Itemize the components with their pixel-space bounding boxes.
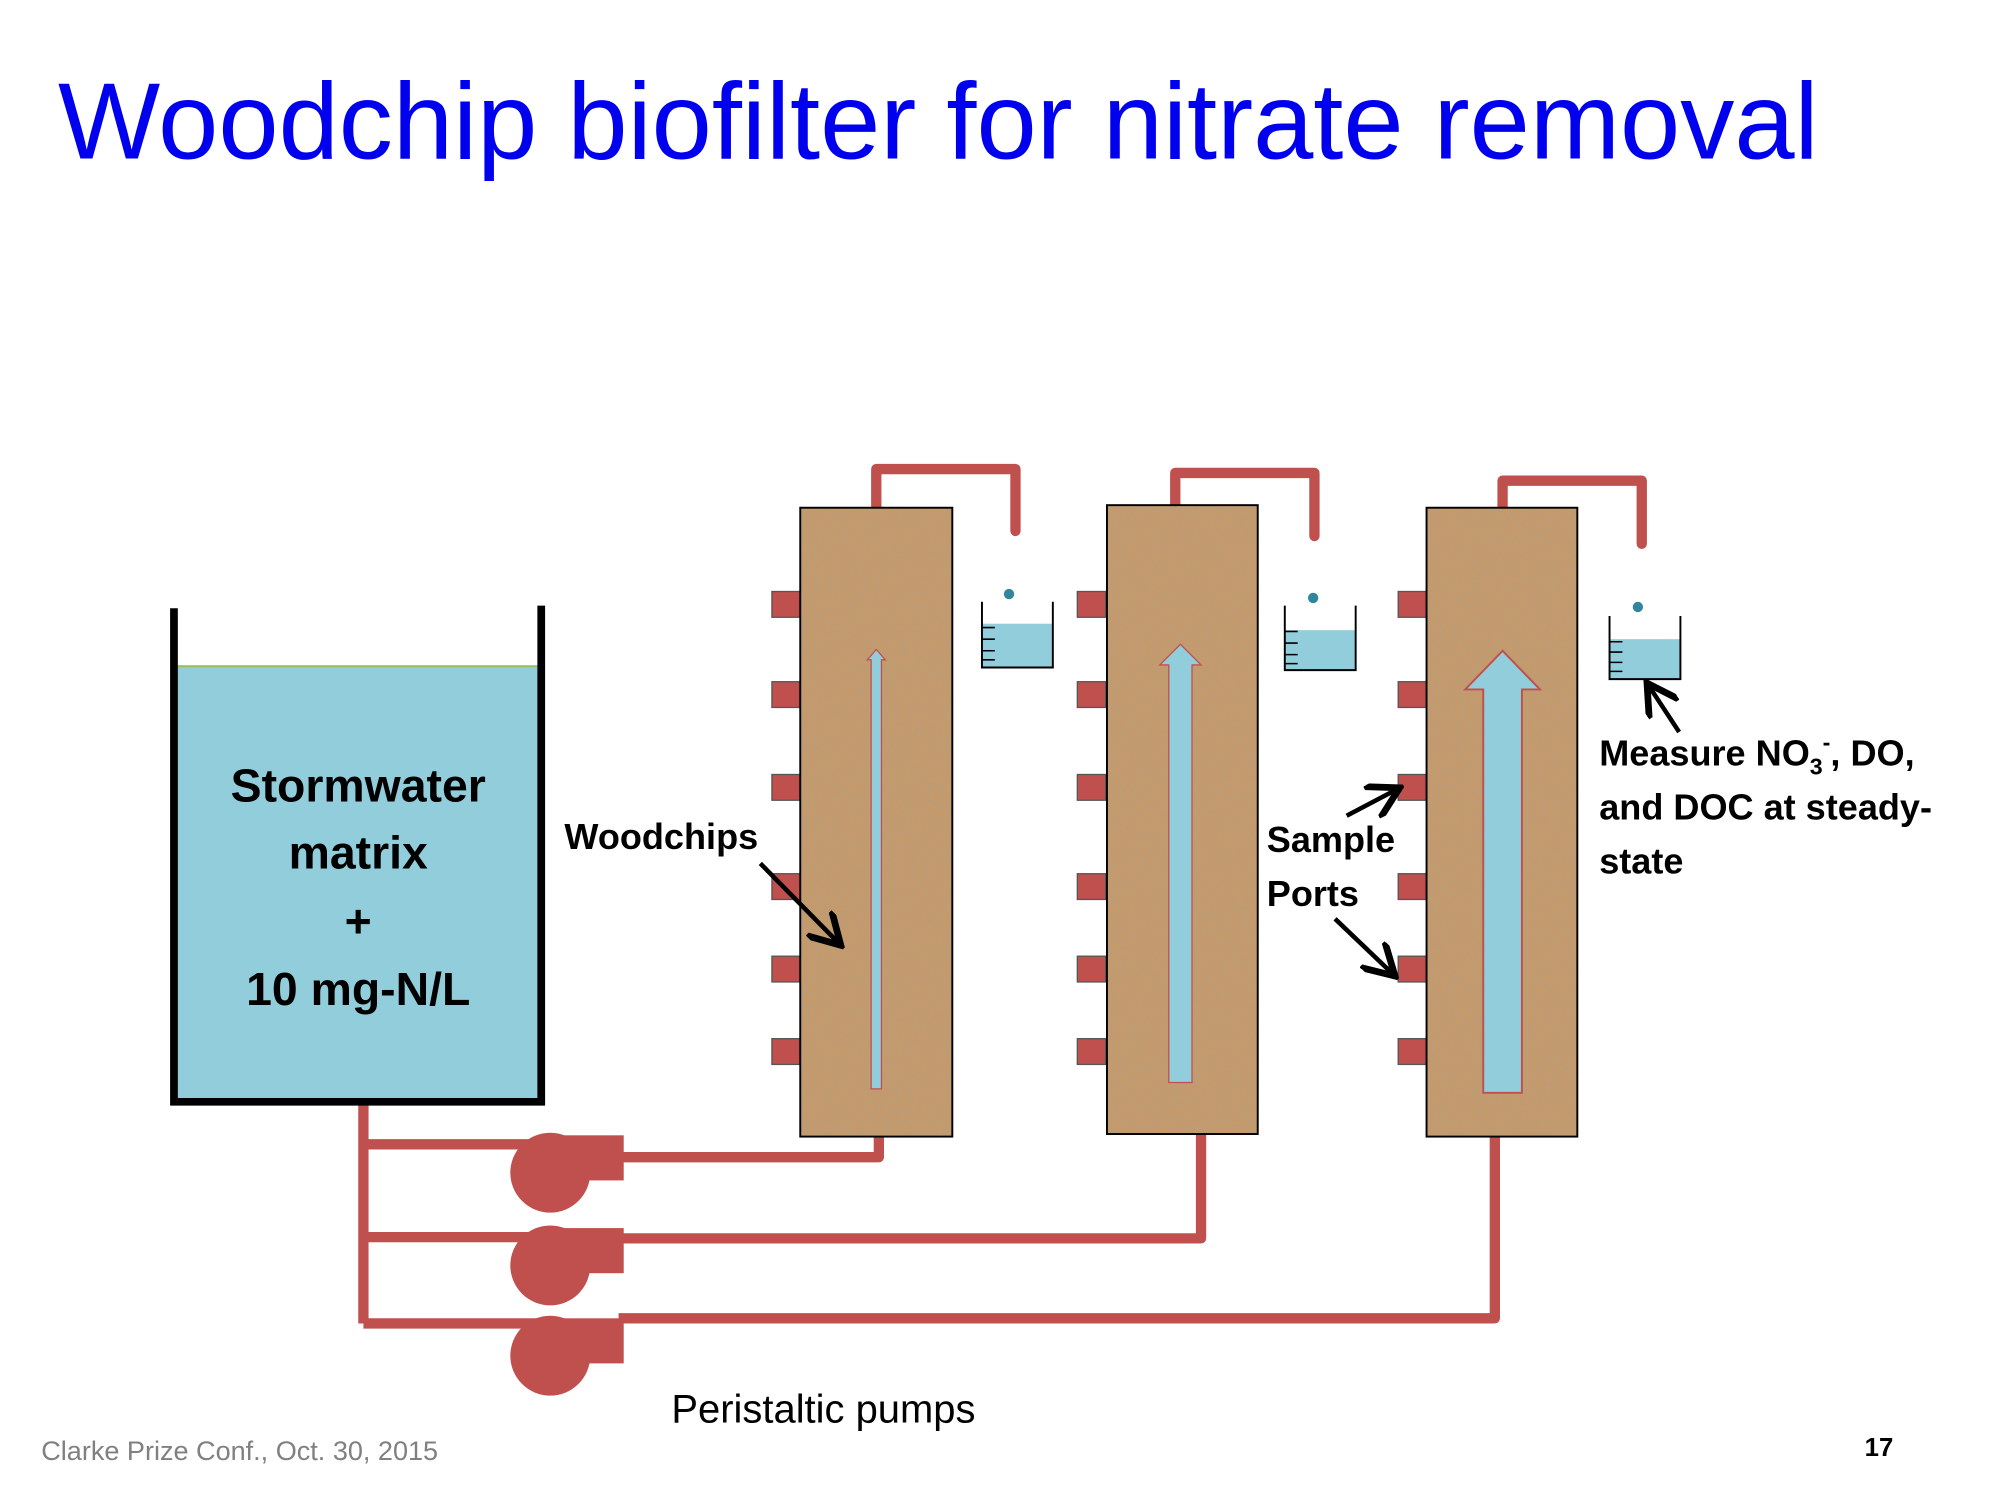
stormwater-tank <box>170 605 546 1106</box>
slide-title: Woodchip biofilter for nitrate removal <box>58 61 1819 182</box>
peristaltic-pump-3 <box>510 1315 624 1396</box>
measure-label-line1: Measure NO3-, DO, <box>1599 729 1914 779</box>
sample-port-arrow-lower <box>1333 917 1392 973</box>
peristaltic-pump-2 <box>510 1225 624 1306</box>
woodchip-column-1 <box>799 506 954 1138</box>
woodchips-arrow <box>758 861 837 942</box>
measure-label-line3: state <box>1599 841 1683 882</box>
droplet-icon <box>1003 588 1015 600</box>
sample-port-arrow-upper <box>1345 790 1396 816</box>
flow-arrow-1 <box>865 648 887 1090</box>
feed-pipes <box>358 463 1647 1329</box>
flow-arrow-3 <box>1462 649 1543 1094</box>
tank-label: Stormwater matrix + 10 mg-N/L <box>231 760 486 1016</box>
beaker-3 <box>1608 601 1682 681</box>
page-number: 17 <box>1865 1434 1894 1462</box>
woodchips-label: Woodchips <box>564 816 758 857</box>
measure-label-line2: and DOC at steady- <box>1599 787 1932 828</box>
beaker-arrow <box>1649 687 1682 734</box>
tank-label-line2: matrix <box>289 827 428 879</box>
woodchip-column-3 <box>1425 506 1579 1138</box>
woodchip-column-2 <box>1105 504 1259 1135</box>
pumps-label: Peristaltic pumps <box>671 1388 975 1432</box>
droplet-icon <box>1632 601 1644 613</box>
droplet-icon <box>1307 592 1319 604</box>
tank-label-line4: 10 mg-N/L <box>246 963 470 1015</box>
flow-arrow-2 <box>1158 643 1203 1084</box>
beaker-1 <box>980 588 1054 669</box>
peristaltic-pump-1 <box>510 1132 624 1213</box>
footer-conference: Clarke Prize Conf., Oct. 30, 2015 <box>41 1436 438 1466</box>
sample-ports <box>771 590 1428 1066</box>
sample-ports-label-line2: Ports <box>1267 873 1359 914</box>
tank-label-line1: Stormwater <box>231 760 486 812</box>
callout-arrows <box>758 687 1682 973</box>
beaker-2 <box>1283 592 1357 672</box>
sample-ports-label-line1: Sample <box>1267 819 1395 860</box>
tank-label-line3: + <box>345 895 372 947</box>
